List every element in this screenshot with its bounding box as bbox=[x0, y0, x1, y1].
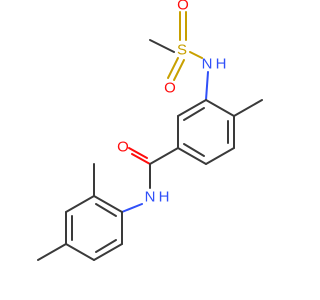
bond-methyl-sulfur bbox=[149, 39, 175, 53]
atom-sulfur: S bbox=[177, 42, 187, 59]
bond-ring-a-methyl bbox=[233, 99, 263, 117]
bond-sulfur-oxygen-left bbox=[167, 57, 179, 79]
bond-ring-a-inner-1 bbox=[183, 107, 205, 121]
bond-ring-b-1 bbox=[93, 195, 123, 213]
bond-ring-a-6 bbox=[177, 99, 207, 117]
bond-carbonyl-oxygen bbox=[131, 153, 151, 165]
atom-label-layer: S O O N H O N H bbox=[117, 0, 226, 206]
bond-sulfur-nitrogen bbox=[189, 51, 203, 59]
bond-ring-b-5 bbox=[93, 243, 123, 261]
atom-oxygen-carbonyl: O bbox=[117, 139, 129, 156]
atom-oxygen-sulfonyl-top: O bbox=[177, 0, 189, 14]
molecule-structure: S O O N H O N H bbox=[37, 0, 263, 261]
bond-ring-carbonyl bbox=[149, 147, 179, 165]
bond-sulfur-oxygen-left-double bbox=[173, 59, 185, 81]
bond-ring-b-methyl-para bbox=[37, 243, 67, 261]
atom-nitrogen-sulfonamide: N bbox=[202, 56, 213, 73]
atom-nitrogen-amide: N bbox=[145, 189, 156, 206]
bond-ring-a-3 bbox=[205, 147, 235, 165]
bond-ring-a-4 bbox=[177, 147, 207, 165]
bond-ring-b-inner-3 bbox=[95, 239, 117, 253]
atom-hydrogen-amide: H bbox=[159, 189, 170, 206]
bond-ring-b-2 bbox=[65, 195, 95, 213]
bond-carbonyl-oxygen-double bbox=[128, 147, 148, 159]
bond-ring-b-4 bbox=[65, 243, 95, 261]
bond-nitrogen-aryl bbox=[121, 203, 143, 213]
atom-oxygen-sulfonyl-left: O bbox=[164, 80, 176, 97]
bond-ring-b-inner-1 bbox=[95, 203, 117, 217]
bond-nitrogen-ring bbox=[205, 71, 209, 101]
bond-ring-a-1 bbox=[205, 99, 235, 117]
atom-hydrogen-sulfonamide: H bbox=[216, 56, 227, 73]
bond-layer bbox=[37, 11, 263, 261]
bond-ring-a-inner-3 bbox=[183, 143, 205, 157]
